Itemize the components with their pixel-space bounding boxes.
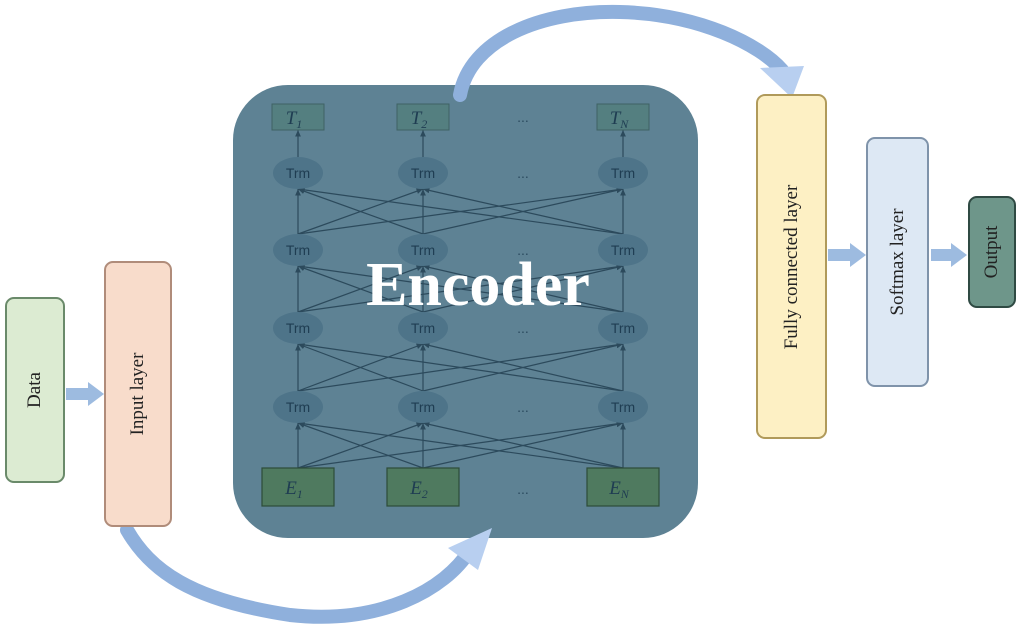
ellipsis-label: ... [517,165,529,181]
data-box-label: Data [24,372,45,408]
arrow-softmax-to-output [931,243,967,267]
connection-trm-layer [297,343,424,392]
trm-node-label: Trm [411,242,435,258]
trm-node [598,312,648,344]
connection-e2-to-trm [297,422,424,469]
ellipsis-label: ... [517,242,529,258]
input-token-box-e1 [261,467,335,507]
input-token-box-e2 [386,467,460,507]
encoder-connections [295,130,626,469]
connection-trm-layer [297,265,424,313]
input-layer-label: Input layer [127,352,148,436]
trm-node-label: Trm [286,320,310,336]
output-label: Output [981,225,1002,279]
trm-node-label: Trm [611,165,635,181]
trm-node-label: Trm [286,242,310,258]
connection-trm-layer [297,187,624,235]
connection-trm-layer [422,264,624,313]
arrow-fc-to-softmax [828,243,866,267]
arrow-data-to-input [66,382,104,406]
output-token-box-t2 [396,103,450,131]
curve-arrow-encoder-to-fc [453,4,789,102]
output-token-box-t3 [596,103,650,131]
connection-e3-to-trm [422,421,624,469]
fully-connected-box: Fully connected layer [756,94,827,439]
curve-arrowhead-input [448,528,492,570]
input-token-label: E2 [409,478,428,501]
trm-node-label: Trm [611,242,635,258]
data-box: Data [5,297,65,483]
connection-e3-to-trm [297,421,624,469]
connection-trm-layer [297,264,624,313]
output-token-label: T1 [286,108,303,131]
curve-arrowhead-fc [760,66,804,98]
encoder-title: Encoder [366,251,590,319]
fully-connected-label: Fully connected layer [780,184,802,349]
output-token-box-t1 [271,103,325,131]
trm-node [398,234,448,266]
connection-trm-layer [297,342,624,392]
trm-node [398,312,448,344]
input-token-label: EN [608,478,630,501]
trm-node-label: Trm [611,399,635,415]
curve-arrow-input-to-encoder [120,523,477,624]
trm-node-label: Trm [411,399,435,415]
trm-node [273,157,323,189]
output-token-label: TN [610,108,630,131]
softmax-label: Softmax layer [886,208,908,316]
connection-trm-layer [422,342,624,392]
trm-node [273,312,323,344]
trm-node [273,391,323,423]
trm-node [398,157,448,189]
trm-node [273,234,323,266]
trm-node-label: Trm [411,165,435,181]
connection-trm-layer [297,188,424,235]
trm-node [598,157,648,189]
trm-node-label: Trm [411,320,435,336]
input-token-box-e3 [586,467,660,507]
trm-node [598,391,648,423]
softmax-box: Softmax layer [866,137,929,387]
trm-node-label: Trm [611,320,635,336]
trm-node-label: Trm [286,399,310,415]
output-token-label: T2 [411,108,428,131]
trm-node-label: Trm [286,165,310,181]
ellipsis-label: ... [517,109,529,125]
output-box: Output [968,196,1016,308]
input-layer-box: Input layer [104,261,172,527]
trm-node [598,234,648,266]
input-token-label: E1 [284,478,303,501]
ellipsis-label: ... [517,481,529,497]
ellipsis-label: ... [517,320,529,336]
connection-trm-layer [422,187,624,235]
trm-node [398,391,448,423]
ellipsis-label: ... [517,399,529,415]
